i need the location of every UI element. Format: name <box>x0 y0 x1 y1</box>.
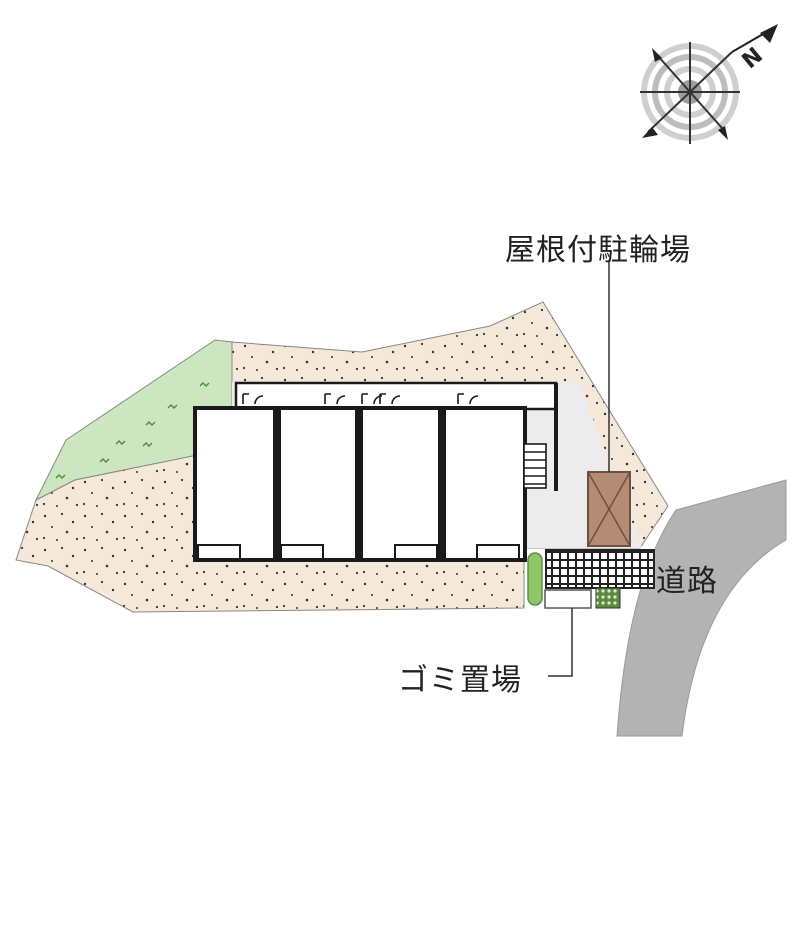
label-covered-bike-parking: 屋根付駐輪場 <box>505 233 691 268</box>
compass-north-letter: N <box>738 43 768 74</box>
stairs-icon <box>523 443 547 489</box>
label-garbage-area: ゴミ置場 <box>398 663 522 698</box>
apartment-building <box>193 381 558 562</box>
paved-area <box>232 382 642 548</box>
compass-icon: N <box>640 24 778 144</box>
label-road: 道路 <box>656 564 718 599</box>
hedge-icon <box>527 552 543 606</box>
garbage-area <box>544 587 621 609</box>
covered-bike-parking <box>587 471 631 547</box>
garbage-leader <box>548 608 573 677</box>
entrance-paving <box>545 549 655 589</box>
grass-marks <box>55 382 210 479</box>
